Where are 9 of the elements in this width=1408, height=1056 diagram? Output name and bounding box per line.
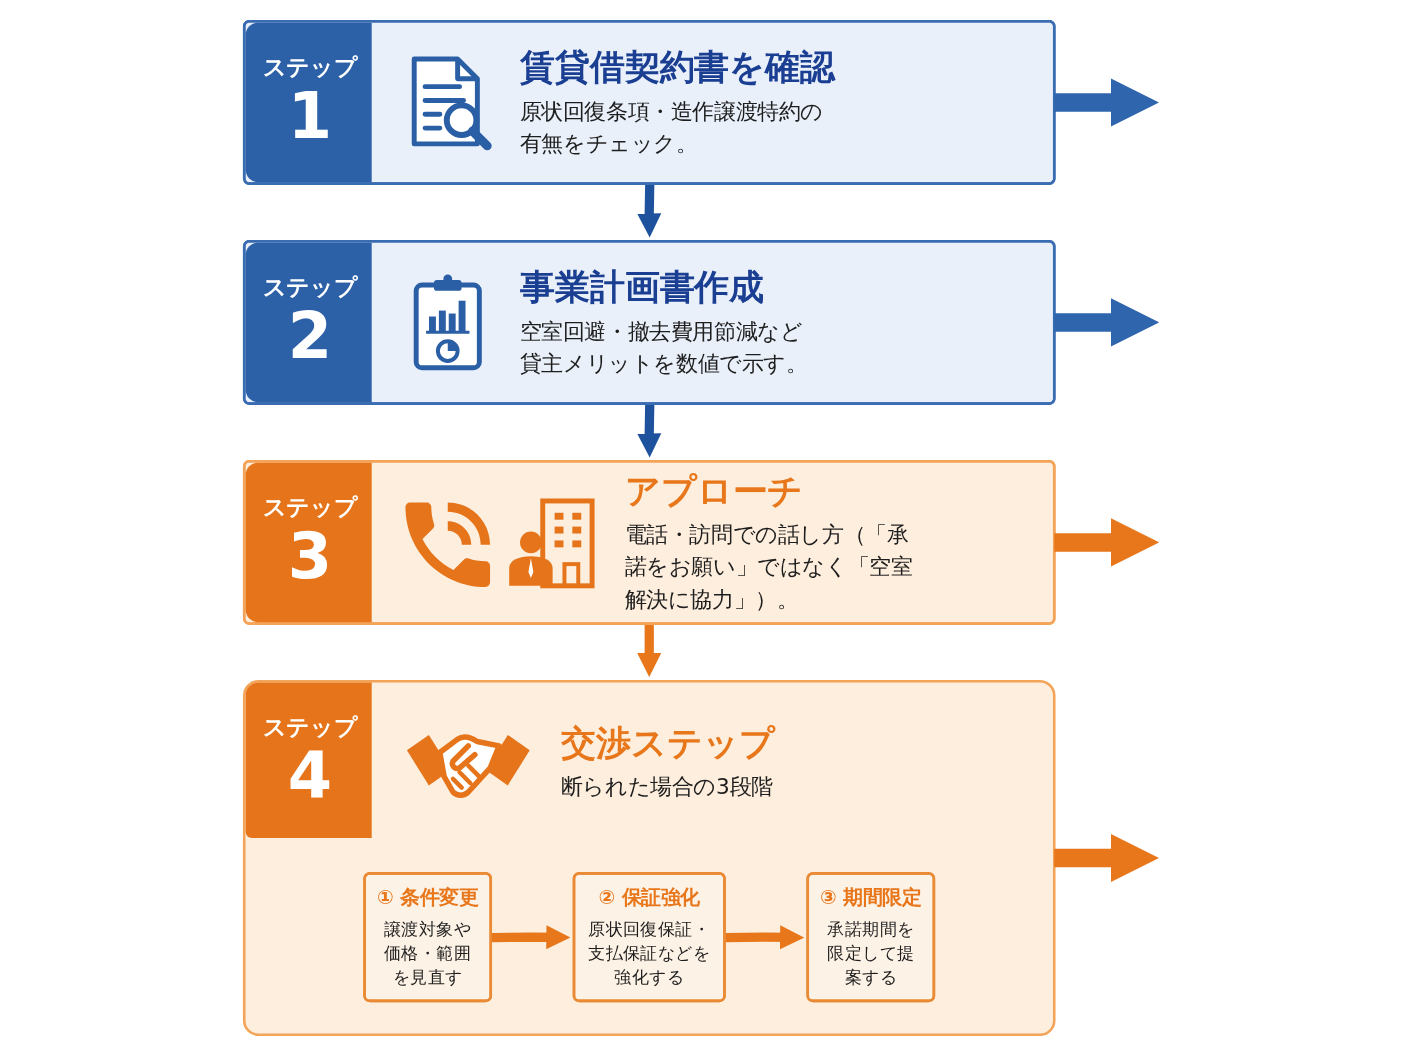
arrow xyxy=(1054,78,1160,127)
arrow xyxy=(725,925,805,950)
arrow xyxy=(1054,518,1160,567)
arrow xyxy=(637,623,662,678)
arrow xyxy=(637,184,662,238)
arrow xyxy=(637,404,662,458)
arrow xyxy=(1054,833,1160,883)
arrow xyxy=(491,925,571,950)
arrow xyxy=(1054,298,1160,347)
